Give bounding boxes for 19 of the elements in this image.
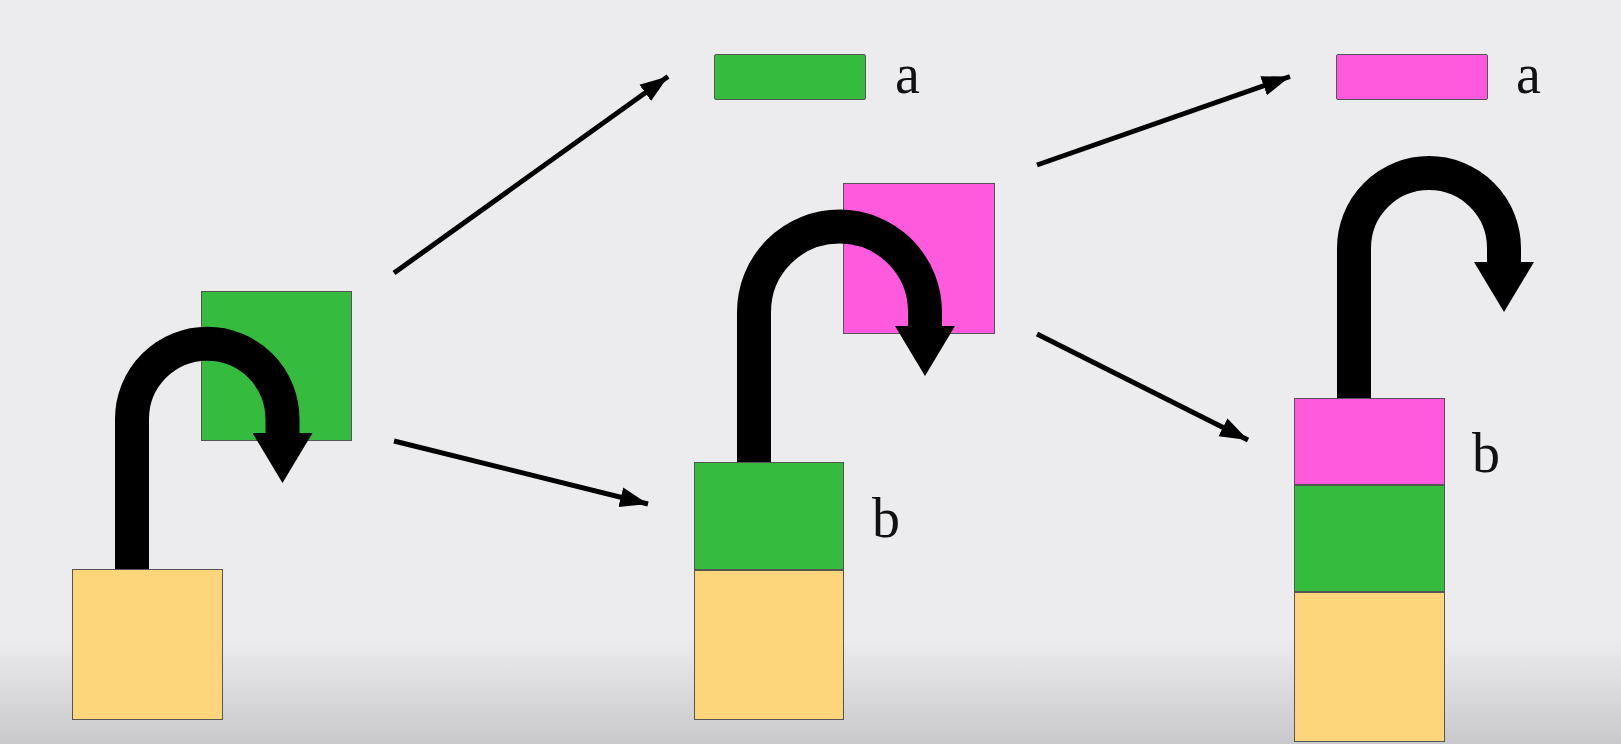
arrow bbox=[392, 74, 670, 276]
arrow bbox=[393, 438, 649, 507]
block-letter: a bbox=[895, 46, 920, 102]
block-letter: b bbox=[1472, 425, 1500, 481]
arrow bbox=[1035, 331, 1250, 443]
curved-arrow bbox=[115, 326, 313, 569]
block-letter: b bbox=[872, 490, 900, 546]
bar-block bbox=[714, 54, 866, 100]
curved-arrow bbox=[1337, 156, 1534, 398]
block-letter: a bbox=[1516, 46, 1541, 102]
curved-arrow bbox=[737, 209, 955, 462]
square-block bbox=[694, 570, 844, 720]
square-block bbox=[1294, 398, 1445, 485]
square-block bbox=[694, 462, 844, 570]
square-block bbox=[1294, 592, 1445, 742]
square-block bbox=[72, 569, 223, 720]
arrow bbox=[1036, 74, 1291, 168]
bar-block bbox=[1336, 54, 1488, 100]
square-block bbox=[1294, 485, 1445, 592]
